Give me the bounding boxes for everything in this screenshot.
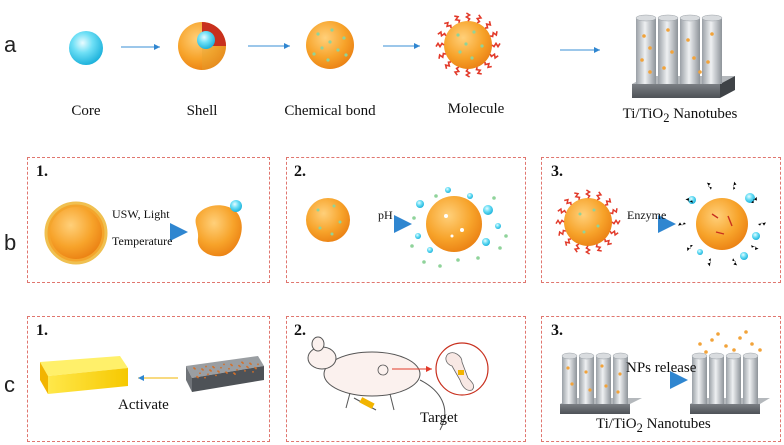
c3-nanotubes-prefix: Ti/TiO xyxy=(596,416,637,432)
c2-label-target: Target xyxy=(420,410,458,426)
panel-b2 xyxy=(286,157,526,283)
row-label-a: a xyxy=(4,32,17,57)
panel-c1-number: 1. xyxy=(36,322,48,339)
c3-label-nps-release: NPs release xyxy=(626,360,697,376)
nanotubes-prefix: Ti/TiO xyxy=(622,106,664,122)
panel-c3 xyxy=(541,316,781,442)
yellow-slab xyxy=(40,356,128,394)
b3-label-enzyme: Enzyme xyxy=(627,208,667,222)
c3-nanotubes-sub: 2 xyxy=(636,421,643,435)
panel-b3 xyxy=(541,157,781,283)
row-label-c: c xyxy=(4,372,15,397)
b2-label-ph: pH xyxy=(378,208,393,222)
syringe xyxy=(353,397,377,411)
mouse-target-spot xyxy=(377,364,389,376)
caption-nanotubes: Ti/TiO2 Nanotubes xyxy=(610,106,750,126)
panel-c1 xyxy=(27,316,270,442)
b1-sphere xyxy=(44,201,108,265)
panel-c2-number: 2. xyxy=(294,322,306,339)
shell-sphere xyxy=(178,22,226,70)
nanotubes-sub: 2 xyxy=(663,111,670,125)
molecule-sphere xyxy=(435,12,501,78)
caption-molecule: Molecule xyxy=(447,101,505,117)
caption-shell: Shell xyxy=(186,103,218,119)
c3-nanotubes-suffix: Nanotubes xyxy=(642,416,711,432)
bone-magnified xyxy=(435,342,489,396)
b2-sphere xyxy=(306,198,350,242)
panel-b2-number: 2. xyxy=(294,163,306,180)
c1-label-activate: Activate xyxy=(118,397,169,413)
b1-blob xyxy=(195,200,242,257)
panel-c3-number: 3. xyxy=(551,322,563,339)
nanotubes-a xyxy=(632,14,735,98)
panel-b1-number: 1. xyxy=(36,163,48,180)
b3-sphere xyxy=(555,189,621,255)
caption-core: Core xyxy=(71,103,101,119)
caption-chemical-bond: Chemical bond xyxy=(284,103,376,119)
panel-c2 xyxy=(286,316,526,442)
nanotubes-c-before xyxy=(560,352,642,414)
b2-burst xyxy=(410,187,508,268)
c3-label-nanotubes: Ti/TiO2 Nanotubes xyxy=(596,416,711,436)
nanotubes-suffix: Nanotubes xyxy=(669,106,738,122)
panel-b1 xyxy=(27,157,270,283)
panel-b3-number: 3. xyxy=(551,163,563,180)
row-label-b: b xyxy=(4,230,17,255)
b1-label-usw: USW, Light xyxy=(112,207,170,221)
b1-label-temperature: Temperature xyxy=(112,234,173,248)
chemical-bond-sphere xyxy=(306,21,354,69)
mouse-illustration xyxy=(307,336,446,431)
gray-slab xyxy=(186,356,264,392)
b3-released xyxy=(678,181,766,267)
nanotubes-c-after xyxy=(690,330,770,414)
core-sphere xyxy=(69,31,103,65)
